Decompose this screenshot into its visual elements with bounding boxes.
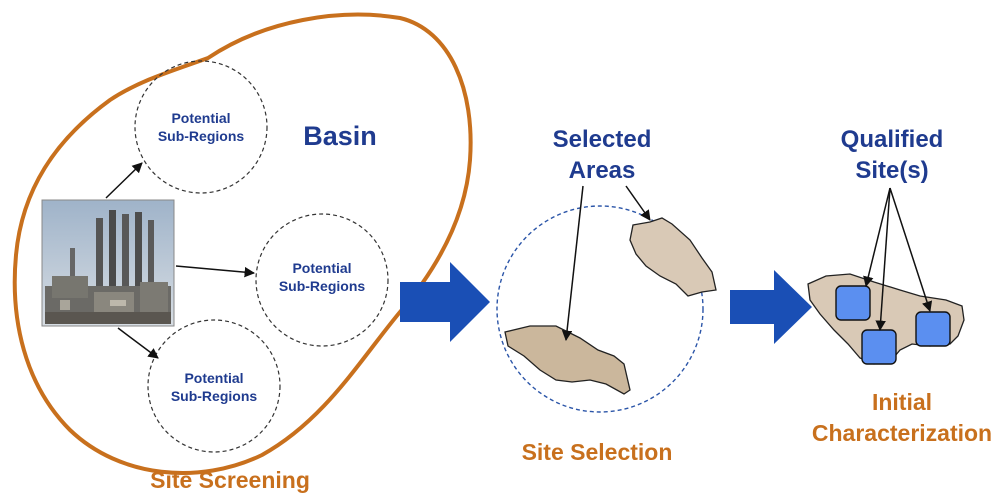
selected-area-lower: [504, 325, 631, 395]
qualified-site-square-middle: [861, 329, 897, 365]
qualified-sites-label-2: Site(s): [855, 157, 928, 184]
selected-areas-label-2: Areas: [569, 157, 636, 184]
sub-region-circle-middle: [255, 213, 389, 347]
arrow-to-site-left: [863, 187, 891, 288]
sub-region-label-top-2: Sub-Regions: [158, 128, 245, 144]
arrow-to-area-lower: [561, 185, 584, 342]
arrow-to-middle-region: [175, 265, 256, 278]
power-plant-image: [41, 199, 175, 327]
sub-region-circle-top: [134, 60, 268, 194]
basin-label: Basin: [303, 121, 377, 151]
site-screening-label: Site Screening: [150, 467, 310, 493]
selected-area-upper: [629, 217, 717, 297]
arrow-to-area-upper: [625, 185, 651, 221]
sub-region-label-middle-2: Sub-Regions: [279, 278, 366, 294]
initial-characterization-label-1: Initial: [872, 389, 932, 415]
site-selection-circle: [496, 205, 704, 413]
process-arrow-1: [400, 262, 490, 342]
arrow-to-site-right: [889, 187, 933, 312]
sub-region-label-bottom-1: Potential: [184, 370, 243, 386]
arrow-to-bottom-region: [117, 327, 159, 359]
arrow-to-top-region: [105, 162, 143, 199]
sub-region-label-bottom-2: Sub-Regions: [171, 388, 258, 404]
qualified-site-square-left: [835, 285, 871, 321]
process-arrow-2: [730, 270, 812, 344]
basin-outline: [12, 12, 473, 475]
site-selection-label: Site Selection: [522, 439, 673, 465]
initial-characterization-label-2: Characterization: [812, 420, 992, 446]
sub-region-circle-bottom: [147, 319, 281, 453]
sub-region-label-top-1: Potential: [171, 110, 230, 126]
qualified-sites-label-1: Qualified: [841, 126, 944, 153]
arrow-to-site-middle: [875, 187, 891, 332]
sub-region-label-middle-1: Potential: [292, 260, 351, 276]
qualified-site-square-right: [915, 311, 951, 347]
selected-areas-label-1: Selected: [553, 126, 652, 153]
